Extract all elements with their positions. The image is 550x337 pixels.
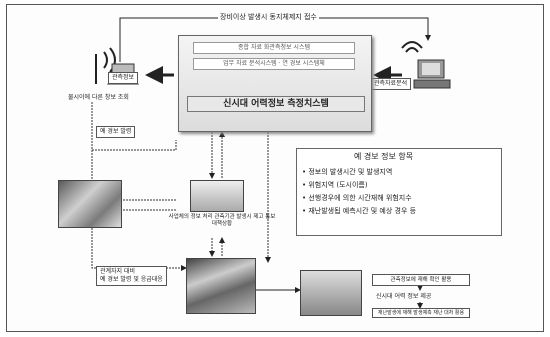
left-caption: 물시이에 다른 창보 조회: [68, 94, 129, 101]
computer-node: [396, 38, 466, 94]
main-system-box: 종합 자료 화관측청보 시스템 업무 자료 분석시스템 · 연 경보 시스템체 …: [178, 35, 372, 132]
warning-issue-label: 예 경보 발령: [96, 126, 136, 138]
warning-info-title: 예 경보 정보 항목: [354, 152, 414, 161]
warning-info-list: 정보의 발생시간 및 발생지역 위험지역 (도시이름) 선행경우에 의한 시간재…: [302, 166, 416, 218]
field-photo: [190, 180, 244, 212]
flow-box-3: 재난발생에 재해 발생예측 재난 대처 활용: [372, 308, 470, 318]
center-photo-caption: 사업체의 정보 처리 관측기관 발생시 제고 통보 대책상황: [168, 214, 276, 227]
bottom-left-label: 관계자지 대비 예 경보 발령 및 응급대응: [96, 266, 167, 286]
building-photo: [300, 270, 362, 316]
left-badge: 관측정보: [108, 72, 139, 84]
warning-item: 위험지역 (도시이름): [302, 179, 416, 192]
warning-item: 재난발생됩 예측시간 및 예상 경우 등: [302, 205, 416, 218]
main-line-1: 종합 자료 화관측청보 시스템: [193, 42, 355, 54]
satellite-photo: [58, 180, 122, 228]
top-feedback-label: 장비이상 발생시 동지체제지 접수: [218, 13, 319, 22]
right-badge: 관측자료분석: [370, 78, 412, 90]
main-line-2: 업무 자료 분석시스템 · 연 경보 시스템체: [193, 58, 355, 70]
warning-item: 선행경우에 의한 시간재해 위험지수: [302, 192, 416, 205]
warning-item: 정보의 발생시간 및 발생지역: [302, 166, 416, 179]
flow-box-2: 신시대 어력 정보 제공: [376, 293, 432, 300]
flow-box-1: 관측정보에 재해 확인 활용: [372, 274, 470, 286]
main-title: 신시대 어력정보 측정치스템: [187, 96, 365, 112]
disaster-photo: [186, 258, 256, 314]
computer-antenna-icon: [401, 41, 451, 89]
